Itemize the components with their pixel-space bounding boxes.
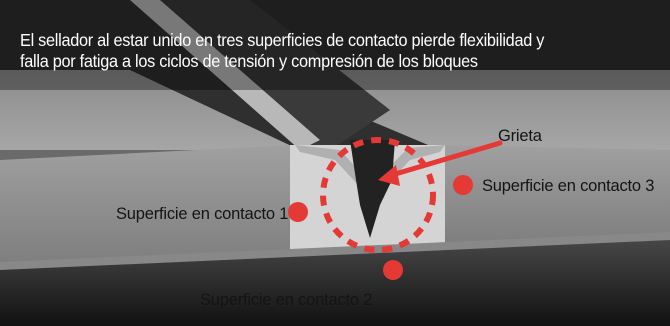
caption: El sellador al estar unido en tres super… (20, 30, 615, 72)
left-block-top (0, 70, 300, 150)
surface-1-marker (288, 202, 308, 222)
crack-label: Grieta (498, 127, 542, 145)
surface-2-marker (383, 260, 403, 280)
floor-edge (0, 232, 670, 270)
caption-line-2: falla por fatiga a los ciclos de tensión… (20, 51, 478, 71)
surface-3-label: Superficie en contacto 3 (482, 177, 655, 195)
crack-arrow-head (378, 165, 400, 186)
surface-1-label: Superficie en contacto 1 (116, 205, 289, 223)
crack-arrow-line (389, 140, 503, 178)
joint-left-edge (130, 0, 320, 150)
left-block-face (0, 145, 295, 265)
surface-3-marker (453, 175, 473, 195)
right-block-face (440, 145, 670, 245)
caption-line-1: El sellador al estar unido en tres super… (20, 30, 545, 50)
surface-2-label: Superficie en contacto 2 (200, 291, 373, 309)
crack-highlight-circle (320, 137, 436, 253)
groove-surface (295, 145, 445, 200)
caption-band (0, 0, 670, 90)
sealant-crack (350, 140, 395, 238)
